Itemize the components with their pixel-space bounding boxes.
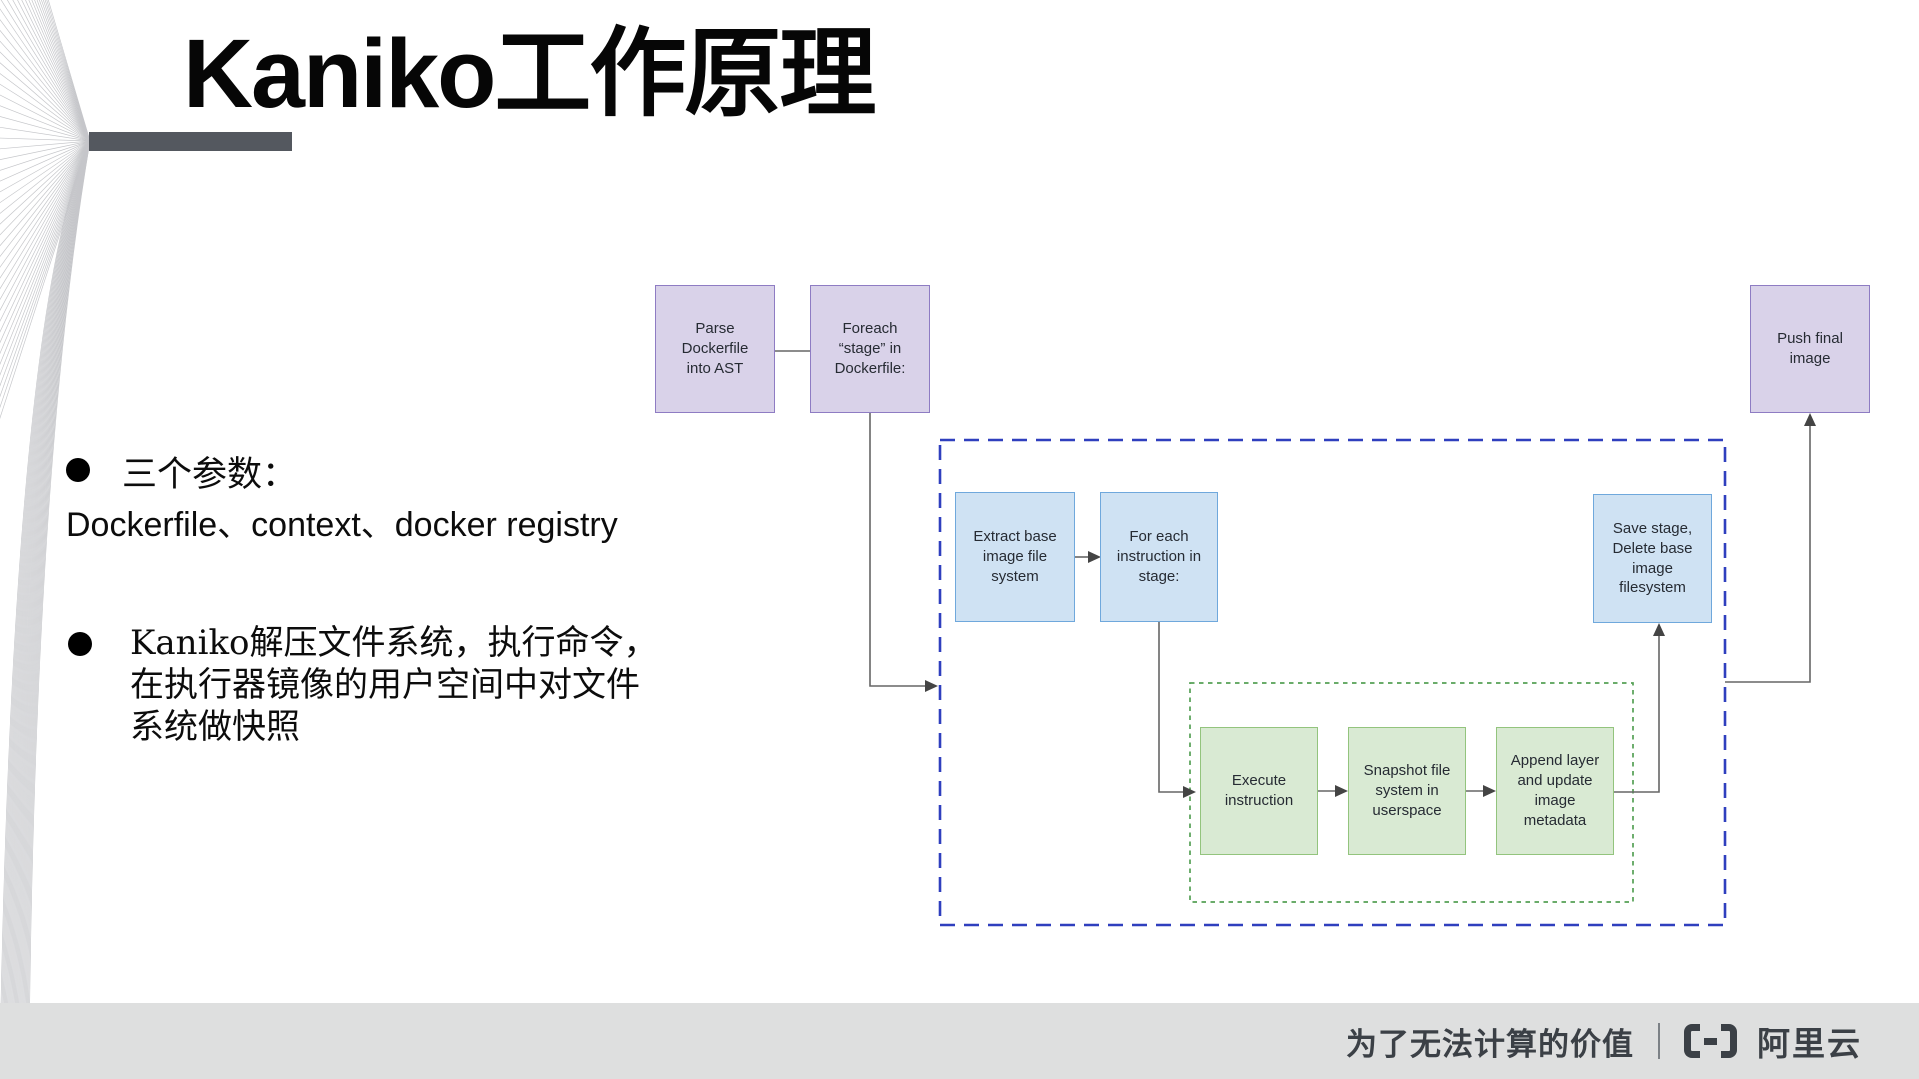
bullet2-line3: 系统做快照 (130, 707, 300, 747)
node-snapshot-filesystem: Snapshot file system in userspace (1348, 727, 1466, 855)
footer-brand-name: 阿里云 (1757, 1025, 1862, 1062)
node-label: For each instruction in stage: (1116, 528, 1202, 585)
bullet2-text: Kaniko解压文件系统，执行命令， 在执行器镜像的用户空间中对文件 系统做快照 (130, 622, 658, 748)
bullet1-body: Dockerfile、context、docker registry (66, 506, 618, 544)
node-label: Foreach “stage” in Dockerfile: (834, 320, 906, 377)
logo-right-bracket (1721, 1024, 1737, 1058)
node-label: Snapshot file system in userspace (1363, 762, 1451, 819)
node-push-final-image: Push final image (1750, 285, 1870, 413)
page-title: Kaniko工作原理 (183, 19, 876, 128)
footer-slogan: 为了无法计算的价值 (1346, 1026, 1634, 1062)
node-foreach-stage: Foreach “stage” in Dockerfile: (810, 285, 930, 413)
node-parse-dockerfile: Parse Dockerfile into AST (655, 285, 775, 413)
node-execute-instruction: Execute instruction (1200, 727, 1318, 855)
bullet-dot (68, 632, 92, 656)
node-for-each-instruction: For each instruction in stage: (1100, 492, 1218, 622)
logo-dash (1704, 1037, 1717, 1045)
alibaba-cloud-logo-icon (1684, 1024, 1737, 1058)
node-label: Execute instruction (1224, 772, 1294, 809)
bullet-dot (66, 458, 90, 482)
node-label: Save stage, Delete base image filesystem (1612, 519, 1693, 597)
node-label: Parse Dockerfile into AST (681, 320, 749, 377)
title-underline-bar (89, 132, 292, 151)
node-append-layer: Append layer and update image metadata (1496, 727, 1614, 855)
node-label: Extract base image file system (973, 528, 1057, 585)
node-save-stage: Save stage, Delete base image filesystem (1593, 494, 1712, 623)
node-label: Append layer and update image metadata (1510, 752, 1600, 829)
footer-band: 为了无法计算的价值 阿里云 (0, 1003, 1919, 1079)
node-label: Push final image (1777, 330, 1843, 367)
footer-separator (1658, 1023, 1660, 1059)
node-extract-base-filesystem: Extract base image file system (955, 492, 1075, 622)
bullet2-line1: Kaniko解压文件系统，执行命令， (130, 623, 658, 663)
logo-left-bracket (1684, 1024, 1700, 1058)
bullet2-line2: 在执行器镜像的用户空间中对文件 (130, 665, 640, 705)
bullet1-heading: 三个参数： (122, 455, 298, 495)
